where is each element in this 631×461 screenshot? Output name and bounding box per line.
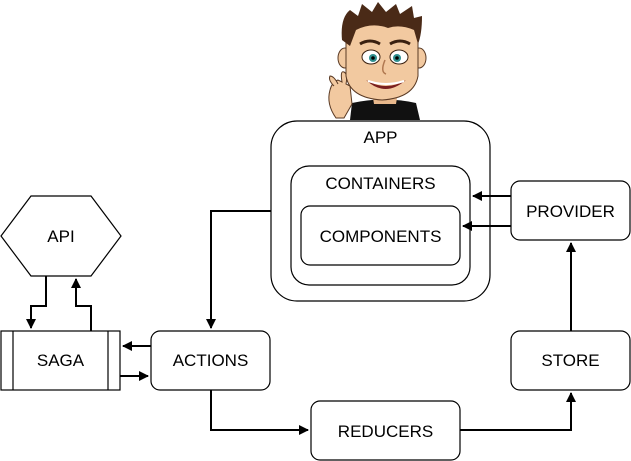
- actions-label: ACTIONS: [173, 351, 249, 370]
- app-label: APP: [363, 128, 397, 147]
- api-hexagon: [0, 195, 122, 277]
- edge-saga-to-api: [71, 278, 92, 331]
- api-label: API: [47, 227, 74, 246]
- saga-box: [0, 330, 121, 391]
- saga-label: SAGA: [37, 351, 85, 370]
- provider-label: PROVIDER: [526, 202, 615, 221]
- edge-actions-to-reducers: [210, 390, 309, 435]
- containers-label: CONTAINERS: [325, 174, 435, 193]
- components-label: COMPONENTS: [320, 227, 442, 246]
- components-box: [300, 205, 461, 266]
- reducers-label: REDUCERS: [338, 422, 433, 441]
- mascot-icon: [328, 2, 427, 120]
- edge-app-to-actions: [206, 210, 271, 329]
- provider-box: [510, 180, 631, 241]
- store-label: STORE: [541, 351, 599, 370]
- edge-api-to-saga: [26, 276, 47, 329]
- edge-reducers-to-store: [460, 392, 576, 431]
